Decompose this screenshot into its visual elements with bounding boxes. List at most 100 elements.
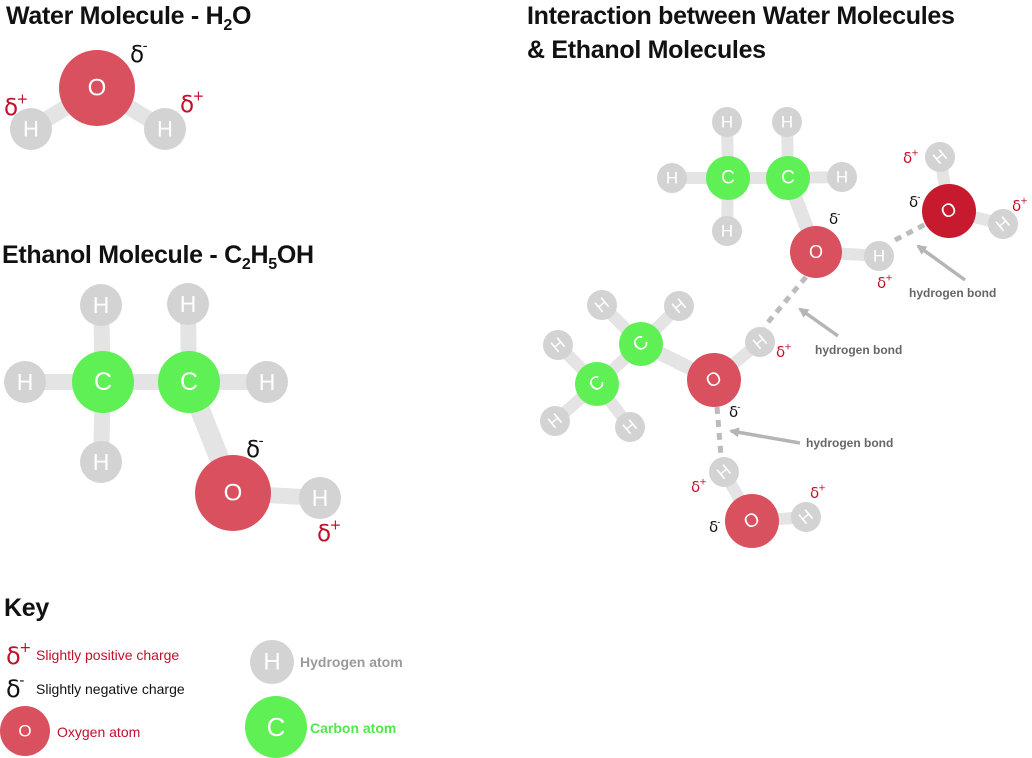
hydrogen-bond-label-1: hydrogen bond bbox=[909, 286, 997, 300]
key-negative-label: Slightly negative charge bbox=[36, 681, 185, 697]
ethanol2-h-lower-left: H bbox=[540, 406, 570, 436]
carbon-atom-circle bbox=[575, 362, 619, 406]
hydrogen-atom-circle bbox=[925, 142, 955, 172]
interaction-title-line2: & Ethanol Molecules bbox=[527, 36, 766, 64]
ethanol1-h-bottom: H bbox=[712, 216, 742, 246]
ethanol2-h-top1: H bbox=[587, 290, 617, 320]
carbon-atom-circle bbox=[619, 322, 663, 366]
hydrogen-bond-label-2: hydrogen bond bbox=[815, 343, 903, 357]
water-bottom-h-right: H bbox=[791, 502, 821, 532]
hydrogen-atom-circle bbox=[10, 108, 52, 150]
ethanol-molecule-title: Ethanol Molecule - C2H5OH bbox=[2, 241, 314, 274]
water-right-h-top: H bbox=[925, 142, 955, 172]
water-right-h-top-charge: δ+ bbox=[903, 149, 919, 168]
ethanol-title-mid: H bbox=[250, 241, 269, 269]
hydrogen-atom-circle bbox=[827, 162, 857, 192]
carbon-atom-circle bbox=[158, 351, 220, 413]
hydrogen-bonds-layer bbox=[714, 221, 928, 457]
arrows-layer bbox=[729, 244, 967, 445]
hydrogen-atom-symbol: H bbox=[17, 369, 34, 395]
charge-sign: + bbox=[818, 484, 826, 494]
ethanol-carbon-2: C bbox=[158, 351, 220, 413]
charge-sign: - bbox=[917, 193, 920, 203]
hydrogen-atom-symbol: H bbox=[721, 222, 733, 241]
hydrogen-atom-circle bbox=[864, 241, 894, 271]
hydrogen-atom-symbol: H bbox=[157, 117, 173, 142]
ethanol2-h-bottom: H bbox=[615, 412, 645, 442]
water-hydrogen-right: H bbox=[144, 108, 186, 150]
carbon-atom-symbol: C bbox=[94, 368, 112, 396]
ethanol-hydroxyl-charge: δ+ bbox=[317, 518, 341, 548]
ethanol1-oxygen-charge: δ- bbox=[829, 210, 841, 229]
key-title: Key bbox=[4, 594, 49, 622]
water-bottom-h-right-charge: δ+ bbox=[810, 484, 826, 503]
hydrogen-atom-circle bbox=[712, 107, 742, 137]
charge-sign: + bbox=[19, 640, 31, 656]
ethanol2-h-top2: H bbox=[664, 291, 694, 321]
oxygen-atom-symbol: O bbox=[224, 480, 243, 507]
hydrogen-atom-circle bbox=[664, 291, 694, 321]
charge-sign: + bbox=[17, 92, 29, 108]
charges-layer: δ-δ+δ+δ-δ+δ-δ+δ+δ+δ-δ+δ-δ+δ+δ-δ+δ- bbox=[4, 39, 1028, 704]
charge-symbol: δ bbox=[877, 274, 886, 292]
hydrogen-atom-circle bbox=[615, 412, 645, 442]
water-bottom-oxygen: O bbox=[725, 494, 779, 548]
water-oxygen-charge: δ- bbox=[130, 39, 148, 69]
water-title-sub: 2 bbox=[223, 17, 232, 34]
ethanol-title-sub2: 5 bbox=[268, 256, 277, 273]
water-bottom-oxygen-charge: δ- bbox=[709, 518, 721, 537]
hydrogen-atom-circle bbox=[657, 163, 687, 193]
key-oxygen-label: Oxygen atom bbox=[57, 724, 141, 740]
oxygen-atom-symbol: O bbox=[18, 722, 31, 741]
hydrogen-atom-symbol: H bbox=[873, 247, 885, 266]
hydrogen-bond-label-3: hydrogen bond bbox=[806, 436, 894, 450]
charge-sign: + bbox=[885, 274, 893, 284]
key-positive-label: Slightly positive charge bbox=[36, 647, 180, 663]
carbon-atom-symbol: C bbox=[721, 168, 735, 189]
hydrogen-atom-symbol: H bbox=[23, 117, 39, 142]
ethanol1-carbon-1: C bbox=[706, 156, 750, 200]
ethanol1-h-top2: H bbox=[772, 107, 802, 137]
hydrogen-atom-symbol: H bbox=[666, 169, 678, 188]
carbon-atom-symbol: C bbox=[781, 168, 795, 189]
ethanol-oxygen: O bbox=[195, 455, 271, 531]
key-negative-symbol: δ- bbox=[6, 673, 24, 703]
ethanol1-carbon-2: C bbox=[766, 156, 810, 200]
charge-symbol: δ bbox=[691, 478, 700, 496]
hydrogen-atom-circle bbox=[80, 284, 122, 326]
charge-sign: + bbox=[1020, 197, 1028, 207]
water-oxygen: O bbox=[59, 50, 135, 126]
ethanol2-hydroxyl-charge: δ+ bbox=[776, 343, 792, 362]
oxygen-atom-circle bbox=[195, 455, 271, 531]
hydrogen-atom-symbol: H bbox=[312, 485, 329, 511]
hydrogen-atom-circle bbox=[299, 477, 341, 519]
hydrogen-atom-circle bbox=[587, 290, 617, 320]
carbon-atom-circle bbox=[766, 156, 810, 200]
ethanol2-carbon-2: C bbox=[619, 322, 663, 366]
hydrogen-atom-circle bbox=[791, 502, 821, 532]
water-right-h-right: H bbox=[988, 209, 1018, 239]
carbon-atom-symbol: C bbox=[180, 368, 198, 396]
ethanol2-oxygen-charge: δ- bbox=[729, 403, 741, 422]
charge-sign: + bbox=[784, 343, 792, 353]
hydrogen-atom-circle bbox=[80, 441, 122, 483]
ethanol-title-text: Ethanol Molecule - C bbox=[2, 241, 242, 269]
hydrogen-atom-symbol: H bbox=[781, 113, 793, 132]
key-carbon-label: Carbon atom bbox=[310, 720, 397, 736]
ethanol1-h-top1: H bbox=[712, 107, 742, 137]
water-molecule-title: Water Molecule - H2O bbox=[6, 2, 251, 35]
ethanol2-oxygen: O bbox=[687, 353, 741, 407]
charge-symbol: δ bbox=[246, 437, 260, 463]
charge-symbol: δ bbox=[180, 92, 194, 118]
hydrogen-atom-symbol: H bbox=[180, 291, 197, 317]
oxygen-atom-symbol: O bbox=[88, 75, 107, 102]
charge-symbol: δ bbox=[317, 521, 331, 547]
interaction-title-line1: Interaction between Water Molecules bbox=[527, 2, 955, 30]
ethanol-h-right: H bbox=[246, 361, 288, 403]
hydrogen-atom-circle bbox=[543, 330, 573, 360]
water-hydrogen-left: H bbox=[10, 108, 52, 150]
carbon-atom-circle bbox=[245, 696, 307, 758]
oxygen-atom-circle bbox=[790, 226, 842, 278]
